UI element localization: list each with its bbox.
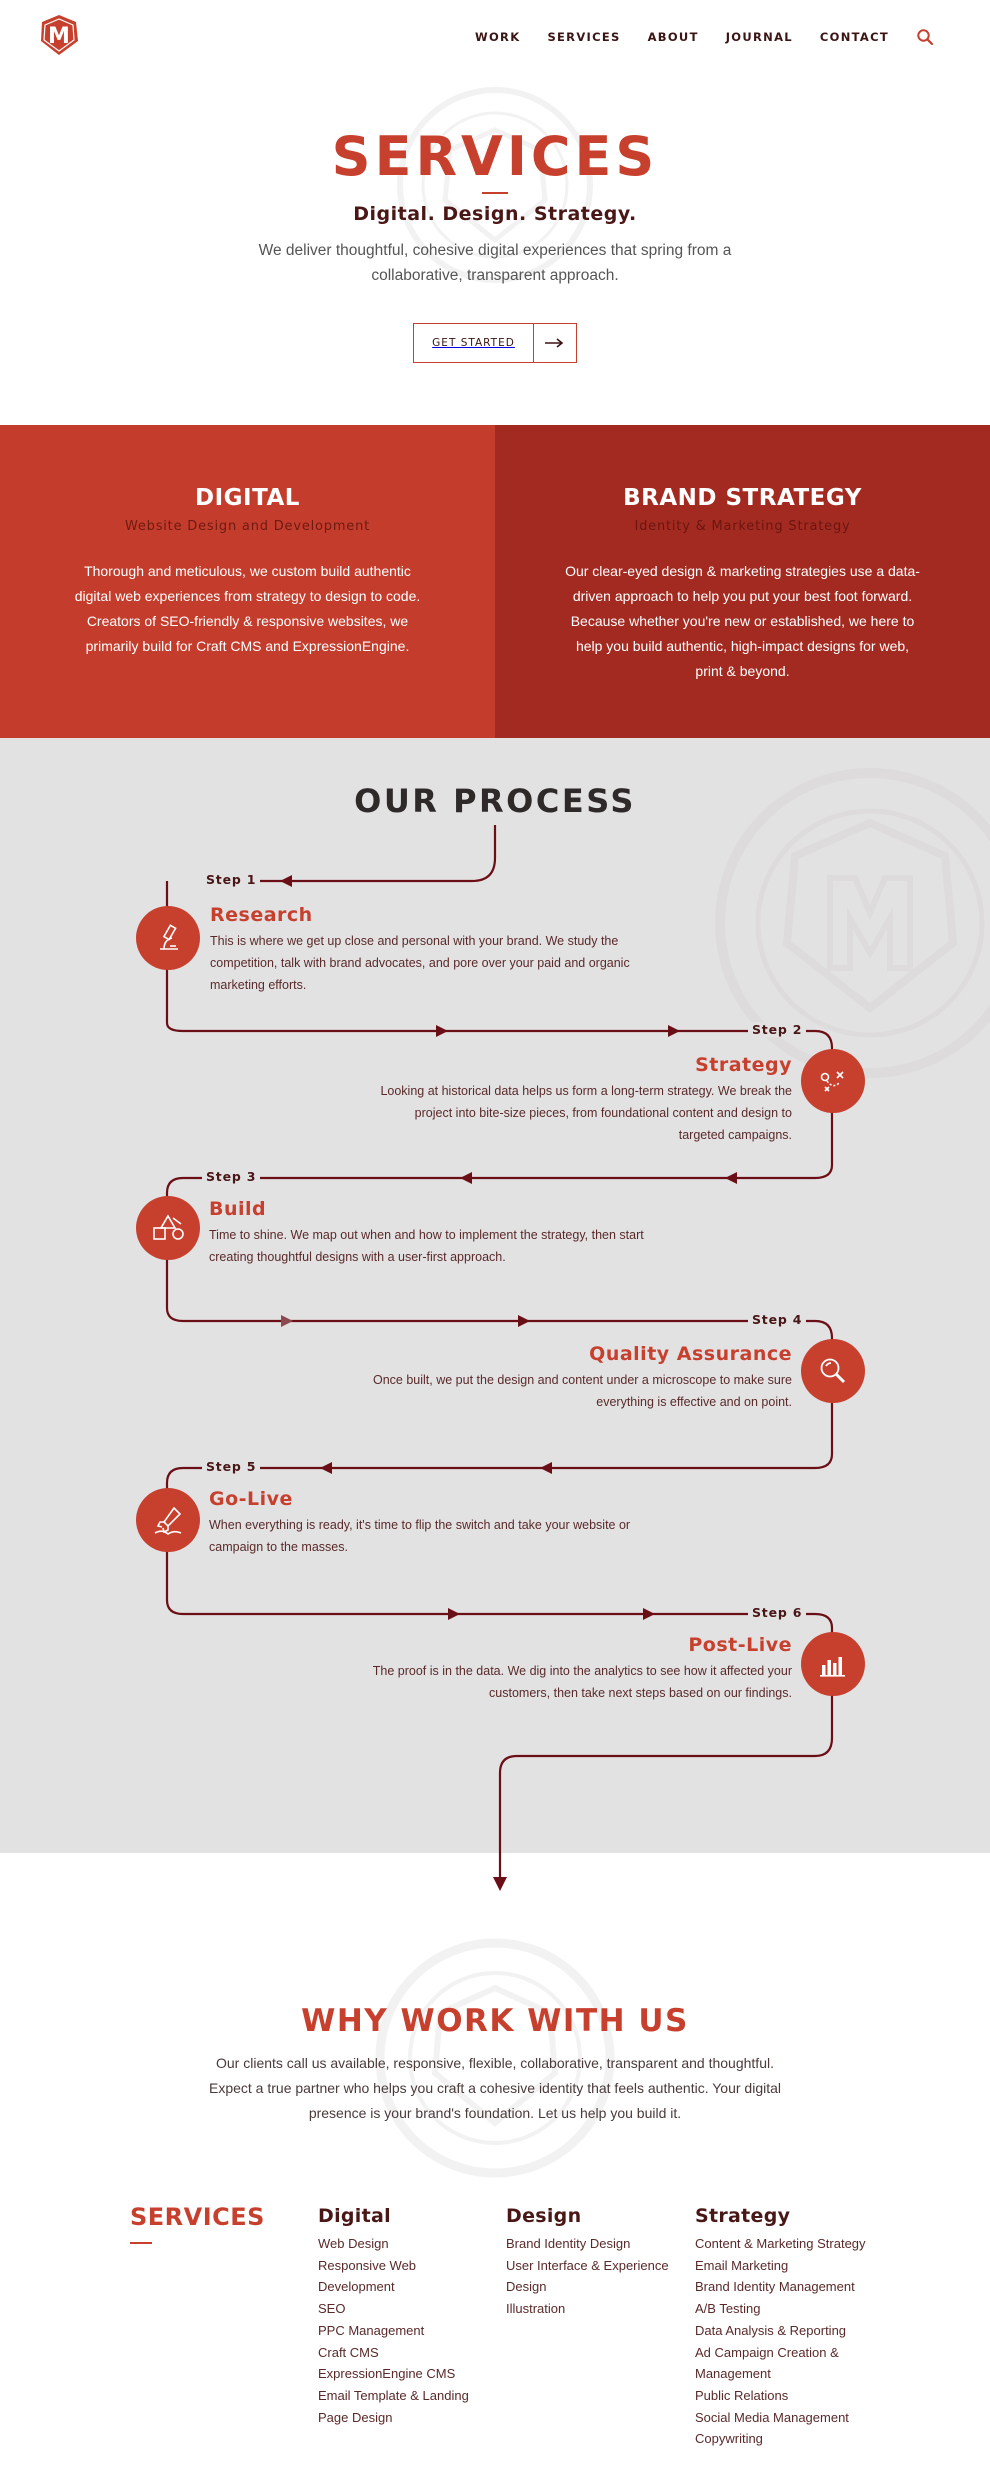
strategy-services-column: Strategy Content & Marketing Strategy Em… xyxy=(695,2205,866,2450)
digital-title: DIGITAL xyxy=(195,485,300,511)
brand-strategy-subtitle: Identity & Marketing Strategy xyxy=(634,519,851,534)
shapes-icon xyxy=(136,1196,200,1260)
list-item: Web Design xyxy=(318,2236,389,2251)
step-3-label: Step 3 xyxy=(202,1169,261,1184)
step-3-title: Build xyxy=(209,1198,267,1220)
list-item: Content & Marketing Strategy xyxy=(695,2236,866,2251)
play-diagram-icon xyxy=(801,1049,865,1113)
list-item: Craft CMS xyxy=(318,2344,379,2360)
search-icon[interactable] xyxy=(916,28,934,46)
site-header: M WORK SERVICES ABOUT JOURNAL CONTACT xyxy=(0,0,990,70)
list-item: Brand Identity Management xyxy=(695,2279,855,2295)
arrow-right-icon xyxy=(534,324,576,362)
services-list-title: SERVICES xyxy=(130,2203,265,2231)
digital-services-column: Digital Web Design Responsive Web Develo… xyxy=(318,2205,469,2428)
main-nav: WORK SERVICES ABOUT JOURNAL CONTACT xyxy=(475,28,934,46)
built-by-watermark-icon xyxy=(375,1938,615,2178)
services-list-underline xyxy=(130,2242,152,2244)
bar-chart-icon xyxy=(801,1632,865,1696)
rocket-icon xyxy=(136,1488,200,1552)
why-text: Our clients call us available, responsiv… xyxy=(208,2055,781,2121)
badge-watermark-icon xyxy=(397,87,593,283)
why-title: WHY WORK WITH US xyxy=(301,2003,689,2039)
list-item: Social Media Management xyxy=(695,2409,849,2425)
step-1-label: Step 1 xyxy=(202,872,261,887)
hero-subtitle: Digital. Design. Strategy. xyxy=(353,203,637,225)
step-4-text: Once built, we put the design and conten… xyxy=(373,1373,792,1409)
list-item: Management xyxy=(695,2366,771,2382)
nav-journal[interactable]: JOURNAL xyxy=(725,30,793,44)
list-item: Page Design xyxy=(318,2409,393,2425)
built-by-badge-icon xyxy=(715,768,990,1078)
list-item: SEO xyxy=(318,2301,346,2317)
process-section: OUR PROCESS Step 1 xyxy=(0,738,990,1853)
hero-description: We deliver thoughtful, cohesive digital … xyxy=(258,242,732,284)
strategy-column-title: Strategy xyxy=(695,2205,791,2227)
services-split: DIGITAL Website Design and Development T… xyxy=(0,425,990,738)
list-item: A/B Testing xyxy=(695,2301,761,2317)
nav-about[interactable]: ABOUT xyxy=(647,30,699,44)
list-item: PPC Management xyxy=(318,2322,425,2338)
title-underline xyxy=(482,192,508,194)
nav-work[interactable]: WORK xyxy=(475,30,521,44)
step-5-text: When everything is ready, it's time to f… xyxy=(209,1518,631,1554)
step-4-title: Quality Assurance xyxy=(589,1343,792,1365)
step-1-title: Research xyxy=(210,904,313,926)
list-item: ExpressionEngine CMS xyxy=(318,2366,456,2382)
step-1-text: This is where we get up close and person… xyxy=(210,934,630,992)
digital-subtitle: Website Design and Development xyxy=(124,519,371,534)
arrow-down-icon xyxy=(493,1853,507,1891)
digital-description: Thorough and meticulous, we custom build… xyxy=(74,563,421,654)
list-item: Brand Identity Design xyxy=(506,2236,631,2251)
list-item: Design xyxy=(506,2279,547,2295)
step-6-title: Post-Live xyxy=(688,1634,792,1656)
step-2-text: Looking at historical data helps us form… xyxy=(380,1084,792,1142)
list-item: User Interface & Experience xyxy=(506,2257,669,2273)
list-item: Ad Campaign Creation & xyxy=(695,2344,839,2360)
services-list-section: SERVICES Digital Web Design Responsive W… xyxy=(0,2190,990,2480)
logo-icon[interactable]: M xyxy=(38,14,80,56)
step-2-label: Step 2 xyxy=(748,1022,807,1037)
list-item: Email Marketing xyxy=(695,2257,789,2273)
svg-text:M: M xyxy=(48,24,70,49)
list-item: Illustration xyxy=(506,2301,566,2317)
get-started-button[interactable]: GET STARTED xyxy=(413,323,577,363)
get-started-label: GET STARTED xyxy=(414,324,534,362)
nav-services[interactable]: SERVICES xyxy=(547,30,621,44)
hero-section: SERVICES Digital. Design. Strategy. We d… xyxy=(0,70,990,425)
list-item: Development xyxy=(318,2279,395,2295)
design-column-title: Design xyxy=(506,2205,582,2227)
step-3-text: Time to shine. We map out when and how t… xyxy=(209,1228,644,1264)
digital-panel: DIGITAL Website Design and Development T… xyxy=(0,425,495,738)
step-4-label: Step 4 xyxy=(748,1312,807,1327)
list-item: Email Template & Landing xyxy=(318,2387,469,2403)
brand-strategy-description: Our clear-eyed design & marketing strate… xyxy=(565,563,920,679)
list-item: Responsive Web xyxy=(318,2257,417,2273)
step-5-title: Go-Live xyxy=(209,1488,293,1510)
list-item: Public Relations xyxy=(695,2387,789,2403)
step-6-label: Step 6 xyxy=(748,1605,807,1620)
list-item: Data Analysis & Reporting xyxy=(695,2322,847,2338)
nav-contact[interactable]: CONTACT xyxy=(819,30,889,44)
step-5-label: Step 5 xyxy=(202,1459,261,1474)
step-2-title: Strategy xyxy=(695,1054,792,1076)
design-services-column: Design Brand Identity Design User Interf… xyxy=(506,2205,669,2320)
list-item: Copywriting xyxy=(695,2431,763,2447)
brand-strategy-title: BRAND STRATEGY xyxy=(623,485,862,511)
digital-column-title: Digital xyxy=(318,2205,391,2227)
page-title: SERVICES xyxy=(331,125,659,188)
magnifier-icon xyxy=(801,1339,865,1403)
microscope-icon xyxy=(136,906,200,970)
brand-strategy-panel: BRAND STRATEGY Identity & Marketing Stra… xyxy=(495,425,990,738)
why-section: WHY WORK WITH US Our clients call us ava… xyxy=(0,1853,990,2178)
process-title: OUR PROCESS xyxy=(354,782,636,820)
step-6-text: The proof is in the data. We dig into th… xyxy=(372,1664,792,1700)
